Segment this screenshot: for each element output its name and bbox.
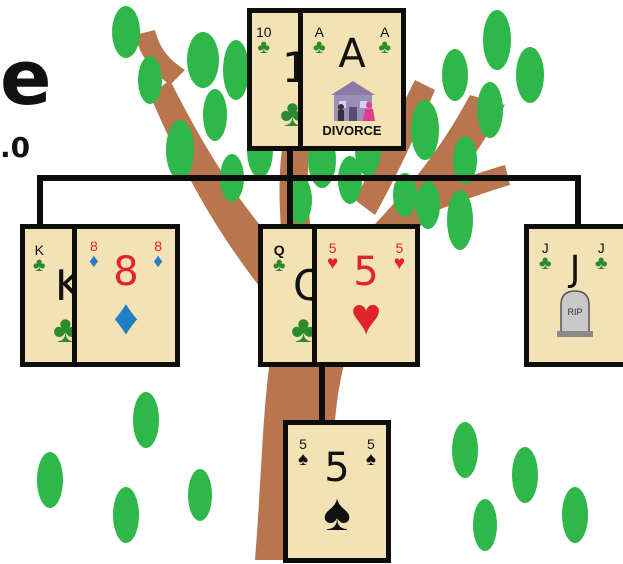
card-caption: DIVORCE <box>303 123 401 138</box>
house-family-icon <box>325 79 381 123</box>
club-icon: ♣ <box>33 257 45 275</box>
card-big-rank: A <box>303 31 401 77</box>
card-five-of-hearts[interactable]: 5♥ 5♥ 5 ♥ <box>312 224 420 367</box>
app-title-fragment: e <box>0 40 52 116</box>
card-eight-of-diamonds[interactable]: 8♦ 8♦ 8 ♦ <box>72 224 180 367</box>
club-icon: ♣ <box>256 39 272 57</box>
app-version: .0 <box>0 134 30 162</box>
club-icon: ♣ <box>273 257 285 275</box>
tombstone-text: RIP <box>557 307 593 317</box>
card-five-of-spades[interactable]: 5♠ 5♠ 5 ♠ <box>283 420 391 563</box>
card-jack-of-clubs[interactable]: J♣ J♣ J RIP <box>524 224 623 367</box>
card-ace-of-clubs[interactable]: A♣ A♣ A DIVORCE <box>298 8 406 151</box>
club-icon: ♣ <box>539 255 551 273</box>
spade-icon: ♠ <box>288 485 386 541</box>
diamond-icon: ♦ <box>77 289 175 345</box>
heart-icon: ♥ <box>317 289 415 345</box>
club-icon: ♣ <box>595 255 607 273</box>
card-big-rank: J <box>555 249 595 290</box>
